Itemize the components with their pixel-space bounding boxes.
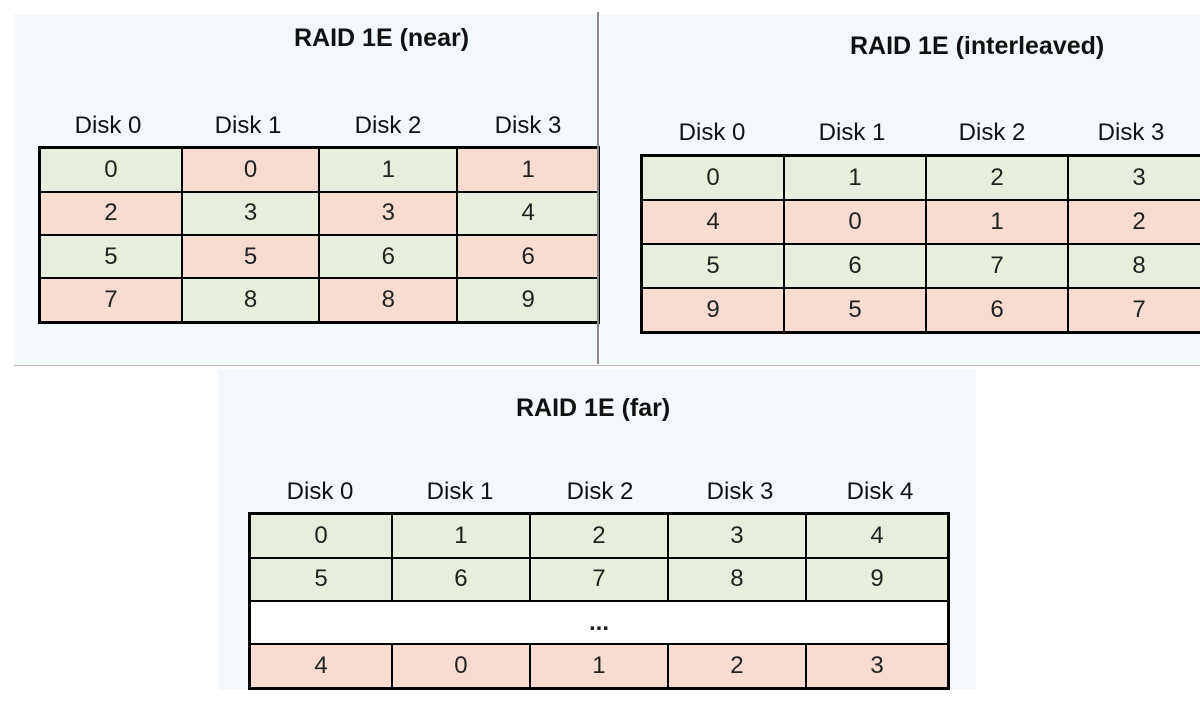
table-row: 9 5 6 7 (640, 286, 1200, 334)
block-cell: 3 (804, 643, 950, 690)
disk-header: Disk 2 (566, 478, 634, 505)
block-cell: 3 (318, 190, 459, 236)
block-cell: 7 (38, 277, 183, 324)
block-cell: 0 (783, 199, 927, 245)
block-cell: 0 (390, 643, 531, 690)
block-cell: 5 (783, 286, 927, 334)
table-row: 4 0 1 2 3 (248, 643, 950, 690)
block-cell: 5 (640, 242, 785, 289)
block-cell: 6 (925, 286, 1069, 334)
block-cell: 1 (783, 154, 927, 202)
disk-header: Disk 2 (354, 112, 422, 139)
raid1e-far-panel: RAID 1E (far) Disk 0 Disk 1 Disk 2 Disk … (218, 370, 976, 690)
block-cell: 2 (528, 512, 669, 559)
disk-header: Disk 1 (214, 112, 282, 139)
table-row: 2 3 3 4 (38, 190, 601, 236)
block-cell: 8 (318, 277, 459, 324)
block-cell: 1 (390, 512, 531, 559)
block-cell: 8 (1067, 242, 1200, 289)
block-cell: 4 (640, 199, 785, 245)
horizontal-divider (14, 365, 1200, 366)
disk-header: Disk 0 (678, 119, 746, 146)
table-row: ... (248, 599, 950, 646)
block-cell: 4 (456, 190, 601, 236)
raid1e-interleaved-panel: RAID 1E (interleaved) Disk 0 Disk 1 Disk… (600, 14, 1200, 364)
diagram-title: RAID 1E (far) (516, 394, 671, 422)
table-row: 5 6 7 8 9 (248, 556, 950, 602)
disk-header: Disk 1 (426, 478, 494, 505)
block-cell: 7 (925, 242, 1069, 289)
diagram-title: RAID 1E (near) (294, 24, 470, 52)
table-row: 5 5 6 6 (38, 233, 601, 280)
diagram-title: RAID 1E (interleaved) (850, 32, 1105, 60)
table-row: 4 0 1 2 (640, 199, 1200, 245)
block-cell: 7 (528, 556, 669, 602)
vertical-divider (597, 12, 599, 364)
disk-header: Disk 3 (494, 112, 562, 139)
disk-header: Disk 4 (846, 478, 914, 505)
disk-header: Disk 3 (1097, 119, 1165, 146)
ellipsis-row: ... (248, 599, 950, 646)
block-cell: 8 (180, 277, 321, 324)
block-cell: 3 (180, 190, 321, 236)
block-cell: 0 (38, 146, 183, 193)
block-cell: 9 (804, 556, 950, 602)
raid1e-far-table: 0 1 2 3 4 5 6 7 8 9 ... 4 0 1 2 3 (248, 512, 950, 690)
block-cell: 2 (666, 643, 807, 690)
raid1e-near-table: 0 0 1 1 2 3 3 4 5 5 6 6 7 8 8 9 (38, 146, 601, 324)
block-cell: 2 (1067, 199, 1200, 245)
block-cell: 3 (666, 512, 807, 559)
block-cell: 7 (1067, 286, 1200, 334)
block-cell: 8 (666, 556, 807, 602)
block-cell: 2 (925, 154, 1069, 202)
block-cell: 4 (248, 643, 393, 690)
block-cell: 9 (456, 277, 601, 324)
block-cell: 6 (318, 233, 459, 280)
raid1e-interleaved-table: 0 1 2 3 4 0 1 2 5 6 7 8 9 5 6 7 (640, 154, 1200, 334)
disk-header: Disk 0 (74, 112, 142, 139)
block-cell: 1 (528, 643, 669, 690)
table-row: 0 1 2 3 4 (248, 512, 950, 559)
block-cell: 6 (783, 242, 927, 289)
block-cell: 2 (38, 190, 183, 236)
table-row: 0 0 1 1 (38, 146, 601, 193)
disk-header: Disk 0 (286, 478, 354, 505)
block-cell: 0 (640, 154, 785, 202)
block-cell: 1 (456, 146, 601, 193)
block-cell: 0 (248, 512, 393, 559)
block-cell: 6 (390, 556, 531, 602)
block-cell: 1 (318, 146, 459, 193)
table-row: 5 6 7 8 (640, 242, 1200, 289)
block-cell: 0 (180, 146, 321, 193)
block-cell: 6 (456, 233, 601, 280)
block-cell: 5 (248, 556, 393, 602)
disk-header: Disk 1 (818, 119, 886, 146)
raid1e-near-panel: RAID 1E (near) Disk 0 Disk 1 Disk 2 Disk… (14, 14, 601, 364)
block-cell: 1 (925, 199, 1069, 245)
block-cell: 5 (180, 233, 321, 280)
block-cell: 9 (640, 286, 785, 334)
disk-header: Disk 2 (958, 119, 1026, 146)
block-cell: 4 (804, 512, 950, 559)
table-row: 7 8 8 9 (38, 277, 601, 324)
block-cell: 3 (1067, 154, 1200, 202)
disk-header: Disk 3 (706, 478, 774, 505)
block-cell: 5 (38, 233, 183, 280)
table-row: 0 1 2 3 (640, 154, 1200, 202)
